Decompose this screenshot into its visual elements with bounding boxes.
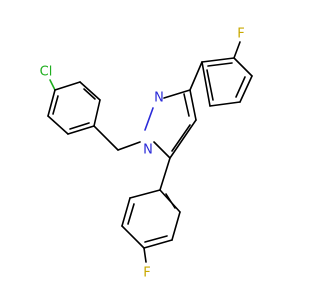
bond-c4-c5 bbox=[169, 119, 197, 159]
chlorine-label: Cl bbox=[40, 65, 53, 80]
bond bbox=[79, 81, 101, 101]
fluorine-bottom-label: F bbox=[143, 266, 150, 281]
bond-double bbox=[165, 193, 176, 209]
nitrogen-2-label: N bbox=[154, 91, 164, 106]
bond-ring-ch2 bbox=[93, 125, 119, 151]
bond-cl-c bbox=[49, 79, 56, 91]
bond-ch2-n1 bbox=[117, 141, 141, 151]
bond-double bbox=[83, 88, 96, 100]
bond-double bbox=[52, 95, 59, 115]
bond bbox=[54, 81, 81, 91]
bond-double bbox=[144, 235, 168, 243]
bond-double bbox=[235, 76, 246, 98]
bond-c-f bbox=[143, 247, 147, 263]
bond-n1-n2 bbox=[144, 107, 154, 131]
bond-c5-n1 bbox=[153, 141, 171, 159]
bond-n2-c3 bbox=[163, 89, 191, 99]
bond bbox=[129, 189, 161, 199]
bond-double bbox=[183, 93, 190, 117]
fluorophenyl-top bbox=[189, 41, 253, 107]
chlorophenyl-ring bbox=[47, 79, 101, 135]
bond bbox=[47, 89, 56, 117]
bond bbox=[93, 99, 101, 127]
bond-c-f bbox=[233, 41, 241, 59]
bond-double bbox=[206, 69, 214, 101]
bond bbox=[67, 125, 95, 135]
bond bbox=[159, 157, 171, 191]
bond bbox=[209, 101, 241, 107]
bond bbox=[47, 115, 69, 135]
bond-double bbox=[69, 122, 90, 130]
bond-double bbox=[171, 124, 191, 152]
fluorophenyl-bottom bbox=[121, 157, 181, 263]
bond bbox=[233, 57, 253, 77]
bond bbox=[121, 225, 145, 249]
fluorine-top-label: F bbox=[237, 27, 244, 42]
bond-double bbox=[207, 62, 233, 67]
bond bbox=[201, 57, 235, 63]
bond bbox=[171, 211, 181, 241]
bond bbox=[121, 197, 131, 227]
nitrogen-1-label: N bbox=[143, 143, 153, 158]
bond bbox=[239, 75, 253, 103]
pyrazole-ring bbox=[144, 89, 197, 159]
bond bbox=[201, 61, 211, 107]
bond-double bbox=[127, 203, 135, 225]
bond-c3-c4 bbox=[189, 89, 197, 121]
molecule-structure: Cl N N F F bbox=[40, 27, 253, 281]
bond bbox=[143, 239, 173, 249]
bond bbox=[189, 61, 203, 91]
